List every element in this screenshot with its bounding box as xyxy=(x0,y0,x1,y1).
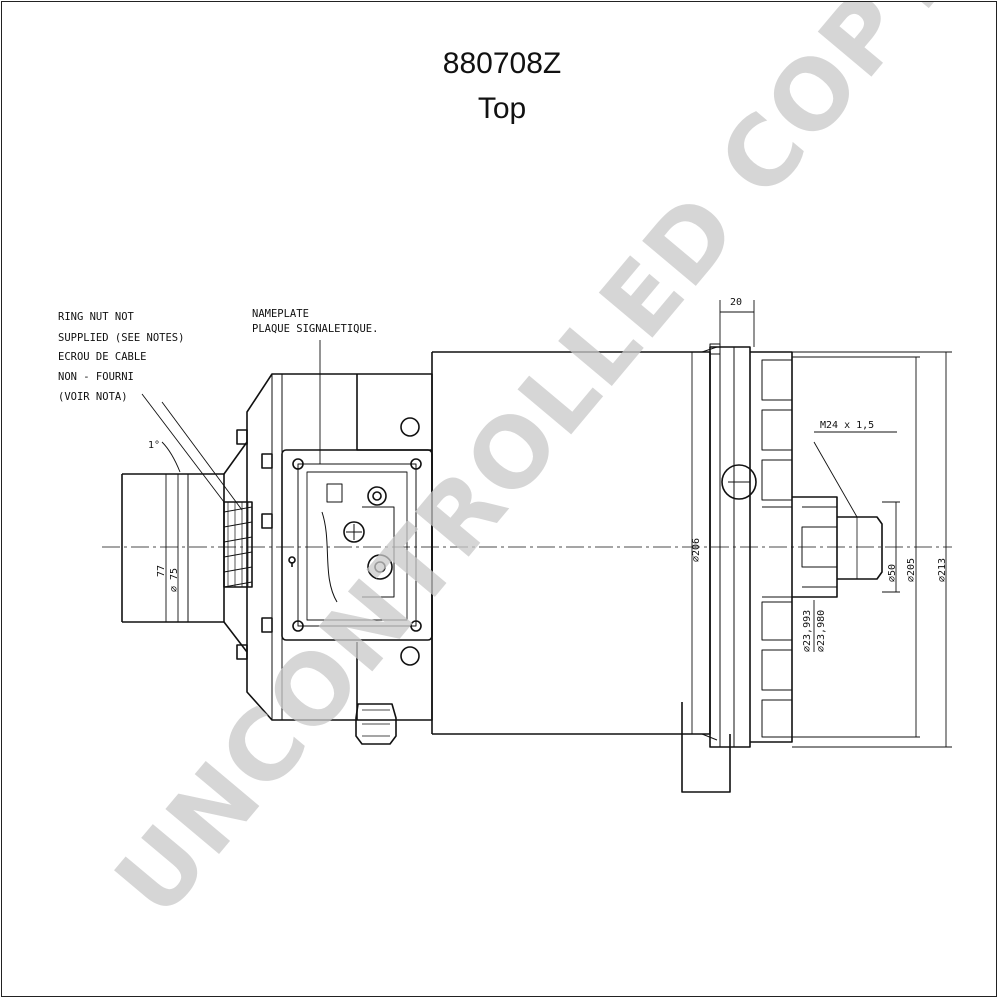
drive-flange xyxy=(709,343,757,748)
note-line: RING NUT NOT xyxy=(58,311,135,323)
uncontrolled-copy-watermark: UNCONTROLLED COPY xyxy=(94,2,976,937)
view-label: Top xyxy=(477,92,527,125)
dim-77: 77 xyxy=(156,565,167,577)
dim-213: ∅213 xyxy=(937,558,948,582)
note-line: (VOIR NOTA) xyxy=(58,391,128,403)
note-line: NON - FOURNI xyxy=(58,371,134,383)
dim-shaft-lower: ∅23,980 xyxy=(816,610,827,652)
dim-angle: 1° xyxy=(148,440,160,451)
note-line: SUPPLIED (SEE NOTES) xyxy=(58,332,184,344)
left-connector xyxy=(121,473,225,623)
nameplate-note: NAMEPLATE PLAQUE SIGNALETIQUE. xyxy=(252,308,378,335)
dim-75: ∅ 75 xyxy=(169,568,180,592)
dim-thread: M24 x 1,5 xyxy=(820,420,874,431)
ring-nut-hatched xyxy=(223,501,253,588)
dim-20: 20 xyxy=(730,297,742,308)
note-line: NAMEPLATE xyxy=(252,308,309,320)
dim-50: ∅50 xyxy=(887,564,898,582)
dim-shaft-upper: ∅23,993 xyxy=(802,610,813,652)
ring-nut-note: RING NUT NOT SUPPLIED (SEE NOTES) ECROU … xyxy=(58,311,184,403)
dimension-lines xyxy=(141,300,952,748)
dim-205: ∅205 xyxy=(906,558,917,582)
part-number-title: 880708Z xyxy=(442,47,562,80)
note-line: PLAQUE SIGNALETIQUE. xyxy=(252,323,378,335)
dim-206: ∅206 xyxy=(691,538,702,562)
note-line: ECROU DE CABLE xyxy=(58,351,147,363)
